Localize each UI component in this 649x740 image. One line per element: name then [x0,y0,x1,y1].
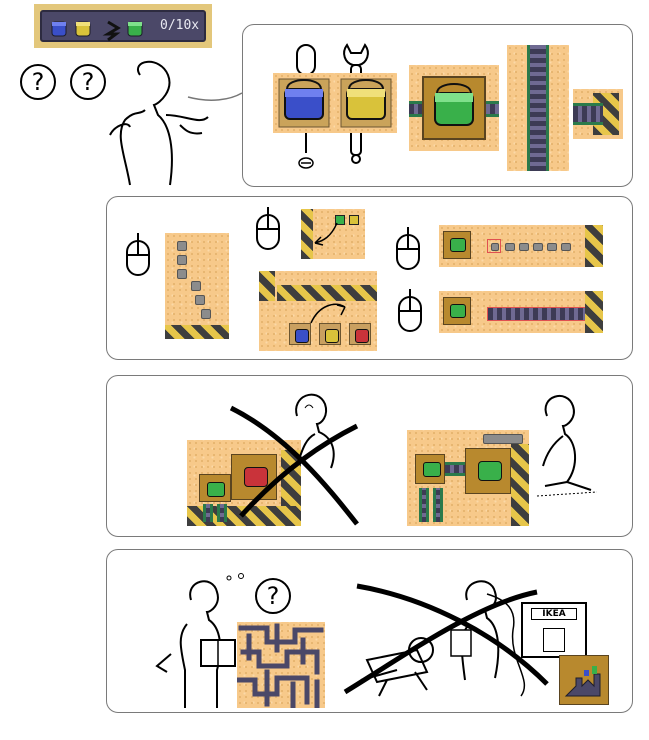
kneeling-person-figure [536,395,598,497]
blue-bucket-tile [273,73,335,133]
green-bucket-machine [409,65,499,151]
phone-person-figure [450,580,526,697]
tangled-pipes-tile [237,622,325,708]
broken-chair-icon [360,637,434,697]
inventory-hud: 0/10x [34,4,212,48]
store-sign: IKEA [531,608,577,620]
yellow-bucket-icon [340,78,392,128]
pipe-path-tile [165,233,229,339]
factory-icon [564,666,601,697]
factory-tile [559,655,609,705]
store-door [543,628,565,652]
mouse-icon [396,227,420,270]
arrow-icon [314,222,338,246]
correct-layout-tile [407,430,529,526]
arrow-icon [310,303,346,324]
thinking-person-figure [109,60,243,186]
small-placement-tile [301,209,365,259]
question-mark-icon: ? [255,578,291,614]
confused-person-figure [295,393,335,469]
green-bucket-icon [422,76,486,140]
store-building: IKEA [521,602,587,658]
mouse-icon [126,233,150,276]
hud-icons [51,20,143,42]
blue-bucket-icon[interactable] [289,323,311,345]
bucket-selection-tray [259,271,377,351]
vertical-conveyor-tile [507,45,569,171]
yellow-bucket-icon[interactable] [319,323,341,345]
merge-arrow-icon [102,20,121,42]
mouse-icon [256,207,280,250]
panel-mouse-controls [106,196,633,360]
conveyor-placed-row [439,291,603,333]
red-bucket-icon[interactable] [349,323,371,345]
conveyor-end-tile [573,89,623,139]
tangled-pipes-icon [237,623,324,708]
green-bucket-icon [127,21,143,37]
question-mark-icon: ? [20,64,56,100]
reading-person-figure [155,573,244,708]
question-mark-icon: ? [70,64,106,100]
panel-do-and-dont [106,375,633,537]
mouse-icon [398,289,422,332]
blue-bucket-icon [51,21,67,37]
yellow-bucket-icon [75,21,91,37]
yellow-bucket-tile [335,73,397,133]
blue-bucket-icon [278,78,330,128]
panel-tools-and-buckets [242,24,633,187]
hud-bar: 0/10x [40,10,206,42]
panel-ask-for-help: ? IKEA [106,549,633,713]
goal-counter: 0/10x [160,18,200,33]
conveyor-drag-row [439,225,603,267]
